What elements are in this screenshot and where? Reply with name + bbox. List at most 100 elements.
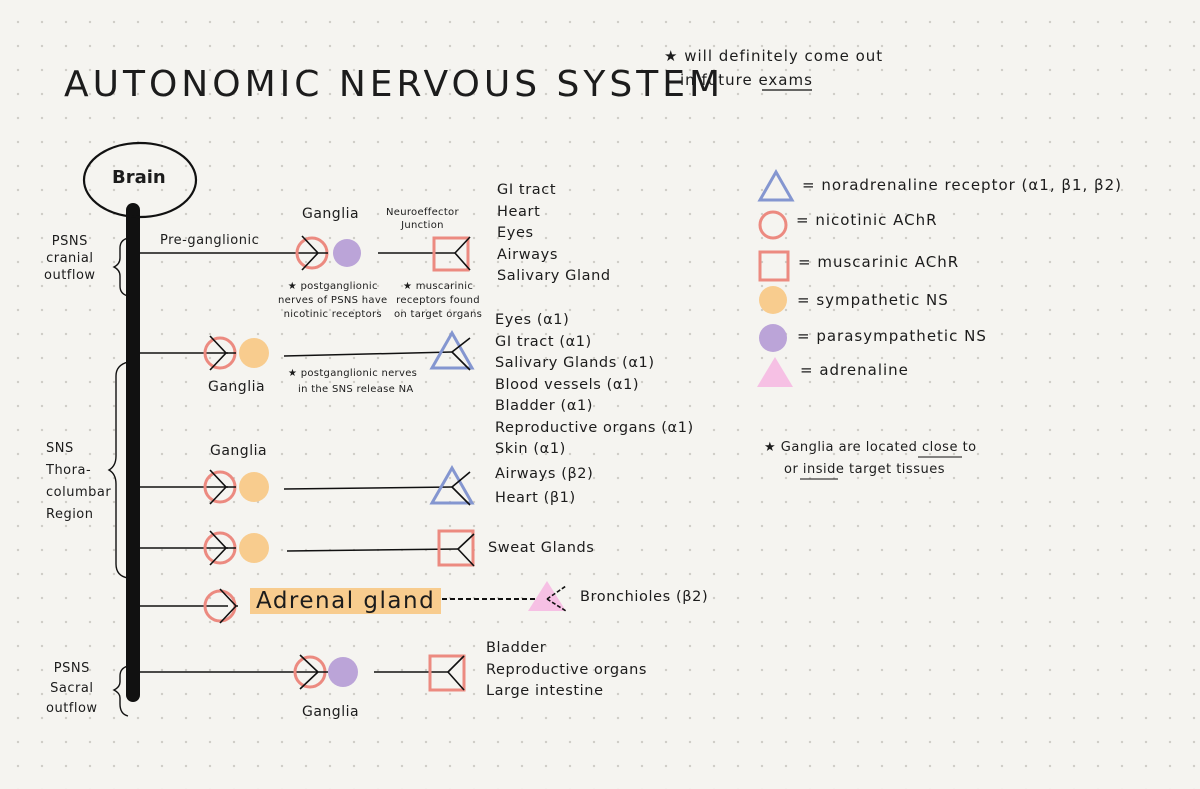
target-item: Airways [497,246,558,263]
psns-post-note-line3: nicotinic receptors [283,309,382,320]
target-item: Large intestine [486,683,604,699]
sns-line4: Region [46,507,94,522]
adrenaline-triangle [528,581,566,611]
sns-post-note-line1: ★ postganglionic nerves [288,368,418,379]
exam-note-line2: in future exams [680,71,813,89]
psns-cranial-targets: GI tract Heart Eyes Airways Salivary Gla… [497,180,611,288]
target-item: Heart (β1) [495,490,576,506]
legend-nicotinic: = nicotinic AChR [796,211,938,229]
muscarinic-receptor-4 [437,529,475,567]
effector-fork-3 [451,471,471,506]
legend-adrenaline: = adrenaline [800,361,909,379]
target-item: Bladder (α1) [495,398,594,414]
exam-note-line1: ★ will definitely come out [664,47,884,65]
synapse-fork-4 [209,530,236,566]
muscarinic-receptor-6 [428,654,466,692]
target-item: Heart [497,203,541,220]
neuroeffector-line2: Junction [401,220,444,231]
brace-psns-sacral [112,665,129,717]
psns-cranial-label: PSNS cranial outflow [44,233,96,284]
orange-dot-icon [759,286,787,314]
muscarinic-note-line3: on target organs [394,309,483,320]
ganglia-label-1: Ganglia [302,206,360,222]
synapse-fork-3 [209,469,236,505]
ganglia-label-3: Ganglia [210,443,268,459]
muscarinic-note: ★ muscarinic receptors found on target o… [394,280,482,322]
target-item: Reproductive organs (α1) [495,419,694,436]
psns-post-note-line1: ★ postganglionic [287,281,378,292]
postganglionic-nerve-4 [286,548,459,552]
psns-sacral-line3: outflow [46,701,98,716]
parasympathetic-dot-1 [333,239,361,267]
target-item: GI tract (α1) [495,333,592,350]
psns-post-note-line2: nerves of PSNS have [278,295,388,306]
sympathetic-dot-3 [239,472,269,502]
sns-line2: Thora- [46,463,92,478]
synapse-fork-6 [299,654,328,690]
sns-post-note: ★ postganglionic nerves in the SNS relea… [288,366,417,398]
pink-square-icon [758,250,790,282]
effector-fork-5 [546,585,567,612]
pink-circle-icon [758,210,788,240]
legend-muscarinic: = muscarinic AChR [798,253,960,271]
ganglia-label-2: Ganglia [208,379,266,395]
target-item: Skin (α1) [495,441,566,457]
psns-post-note: ★ postganglionic nerves of PSNS have nic… [278,280,388,322]
psns-sacral-line2: Sacral [50,681,94,696]
muscarinic-note-line1: ★ muscarinic [402,281,474,292]
effector-fork-6 [447,655,465,691]
legend-noradrenaline: = noradrenaline receptor (α1, β1, β2) [802,176,1123,194]
target-item: Salivary Gland [497,268,611,284]
pre-ganglionic-label: Pre-ganglionic [160,233,260,248]
synapse-fork-5 [219,588,238,624]
sns-post-note-line2: in the SNS release NA [298,384,414,395]
psns-cranial-line1: PSNS [51,234,88,249]
target-item: GI tract [497,182,557,198]
postganglionic-nerve-2 [283,351,453,357]
page-title: AUTONOMIC NERVOUS SYSTEM [64,64,725,105]
brace-psns-cranial [112,237,129,297]
legend-parasympathetic: = parasympathetic NS [797,327,987,345]
psns-cranial-line2: cranial [46,251,94,266]
footnote-line2: or inside target tissues [784,462,945,477]
target-item: Eyes [497,225,534,241]
brain-outline [82,141,198,219]
sns-label: SNS Thora- columbar Region [46,438,111,526]
parasympathetic-dot-6 [328,657,358,687]
sweat-glands-target: Sweat Glands [488,540,595,556]
effector-fork-1 [454,236,471,271]
target-item: Bladder [486,640,547,656]
target-item: Blood vessels (α1) [495,376,640,393]
noradrenaline-receptor-2 [429,329,475,370]
sns-line3: columbar [46,485,112,500]
target-item: Eyes (α1) [495,312,570,328]
sympathetic-dot-2 [239,338,269,368]
ganglia-label-6: Ganglia [302,704,360,720]
bronchioles-target: Bronchioles (β2) [580,589,709,605]
muscarinic-receptor-1 [432,236,470,272]
noradrenaline-receptor-3 [429,464,475,505]
target-item: Reproductive organs [486,661,648,678]
psns-sacral-targets: Bladder Reproductive organs Large intest… [486,638,647,703]
footnote-line1: ★ Ganglia are located close to [764,440,977,455]
sns-alpha-targets: Eyes (α1) GI tract (α1) Salivary Glands … [495,310,694,461]
sns-beta-targets: Airways (β2) Heart (β1) [495,462,593,510]
effector-fork-4 [457,533,475,567]
postganglionic-nerve-3 [283,486,453,490]
synapse-fork-2 [209,335,236,371]
sympathetic-dot-4 [239,533,269,563]
legend-sympathetic: = sympathetic NS [797,291,949,309]
psns-sacral-label: PSNS Sacral outflow [46,659,98,719]
pink-filled-triangle-icon [757,357,793,387]
purple-dot-icon [759,324,787,352]
psns-cranial-line3: outflow [44,268,96,283]
sns-line1: SNS [46,441,74,456]
brace-sns [107,361,129,579]
target-item: Salivary Glands (α1) [495,355,655,371]
psns-sacral-line1: PSNS [53,661,90,676]
adrenal-gland-label: Adrenal gland [250,588,442,614]
muscarinic-note-line2: receptors found [396,295,480,306]
synapse-fork-1 [301,235,328,271]
effector-fork-2 [451,337,471,371]
